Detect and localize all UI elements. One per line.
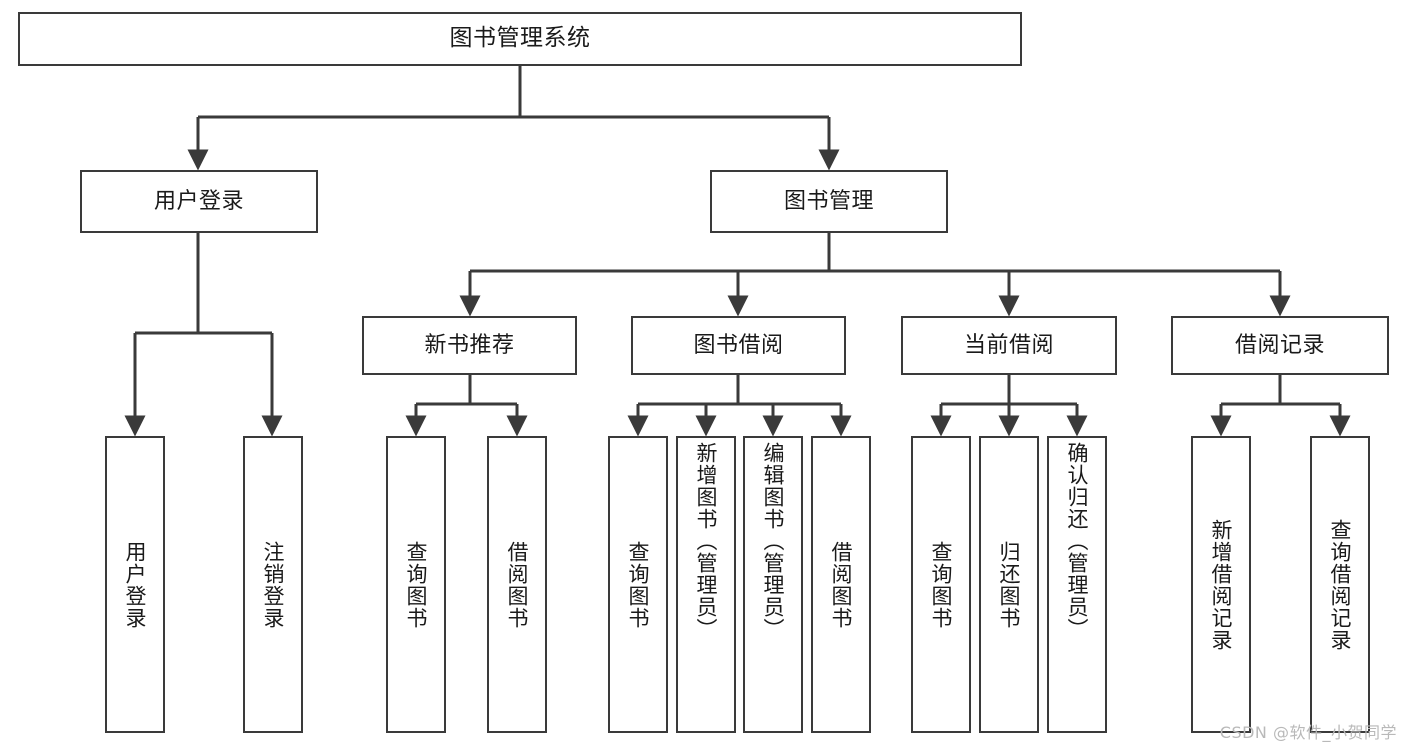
node-book-management-label: 图书管理 [783, 188, 874, 214]
leaf-new-book-query-label: 查询图书 [404, 540, 429, 629]
leaf-user-login-logout-label: 注销登录 [261, 540, 286, 629]
leaf-new-book-borrow-label: 借阅图书 [505, 540, 530, 629]
watermark-text: CSDN @软件_小贺同学 [1219, 723, 1397, 742]
leaf-borrow-add-book[interactable]: 新增图书（管理员） [676, 436, 736, 733]
leaf-current-return-book-label: 归还图书 [997, 540, 1022, 629]
node-borrow-records[interactable]: 借阅记录 [1171, 316, 1389, 375]
node-user-login[interactable]: 用户登录 [80, 170, 318, 233]
leaf-borrow-query-book[interactable]: 查询图书 [608, 436, 668, 733]
leaf-borrow-borrow-book[interactable]: 借阅图书 [811, 436, 871, 733]
leaf-borrow-add-book-label: 新增图书（管理员） [694, 442, 719, 640]
node-user-login-label: 用户登录 [153, 188, 244, 214]
leaf-new-book-borrow[interactable]: 借阅图书 [487, 436, 547, 733]
leaf-user-login-logout[interactable]: 注销登录 [243, 436, 303, 733]
leaf-borrow-edit-book[interactable]: 编辑图书（管理员） [743, 436, 803, 733]
leaf-current-confirm-return[interactable]: 确认归还（管理员） [1047, 436, 1107, 733]
node-borrow-records-label: 借阅记录 [1234, 332, 1325, 358]
leaf-current-query-book-label: 查询图书 [929, 540, 954, 629]
node-current-borrow-label: 当前借阅 [963, 332, 1054, 358]
node-new-book-recommend-label: 新书推荐 [424, 332, 515, 358]
node-current-borrow[interactable]: 当前借阅 [901, 316, 1117, 375]
leaf-current-confirm-return-label: 确认归还（管理员） [1065, 442, 1090, 640]
node-book-borrow-label: 图书借阅 [693, 332, 784, 358]
node-book-borrow[interactable]: 图书借阅 [631, 316, 846, 375]
node-book-management[interactable]: 图书管理 [710, 170, 948, 233]
leaf-records-query-record[interactable]: 查询借阅记录 [1310, 436, 1370, 733]
node-root-label: 图书管理系统 [449, 25, 591, 52]
leaf-records-query-record-label: 查询借阅记录 [1328, 518, 1353, 651]
leaf-user-login-login[interactable]: 用户登录 [105, 436, 165, 733]
leaf-records-add-record-label: 新增借阅记录 [1209, 518, 1234, 651]
leaf-new-book-query[interactable]: 查询图书 [386, 436, 446, 733]
leaf-records-add-record[interactable]: 新增借阅记录 [1191, 436, 1251, 733]
leaf-borrow-edit-book-label: 编辑图书（管理员） [761, 442, 786, 640]
leaf-user-login-login-label: 用户登录 [123, 540, 148, 629]
leaf-borrow-borrow-book-label: 借阅图书 [829, 540, 854, 629]
node-new-book-recommend[interactable]: 新书推荐 [362, 316, 577, 375]
leaf-current-query-book[interactable]: 查询图书 [911, 436, 971, 733]
node-root[interactable]: 图书管理系统 [18, 12, 1022, 66]
leaf-borrow-query-book-label: 查询图书 [626, 540, 651, 629]
leaf-current-return-book[interactable]: 归还图书 [979, 436, 1039, 733]
